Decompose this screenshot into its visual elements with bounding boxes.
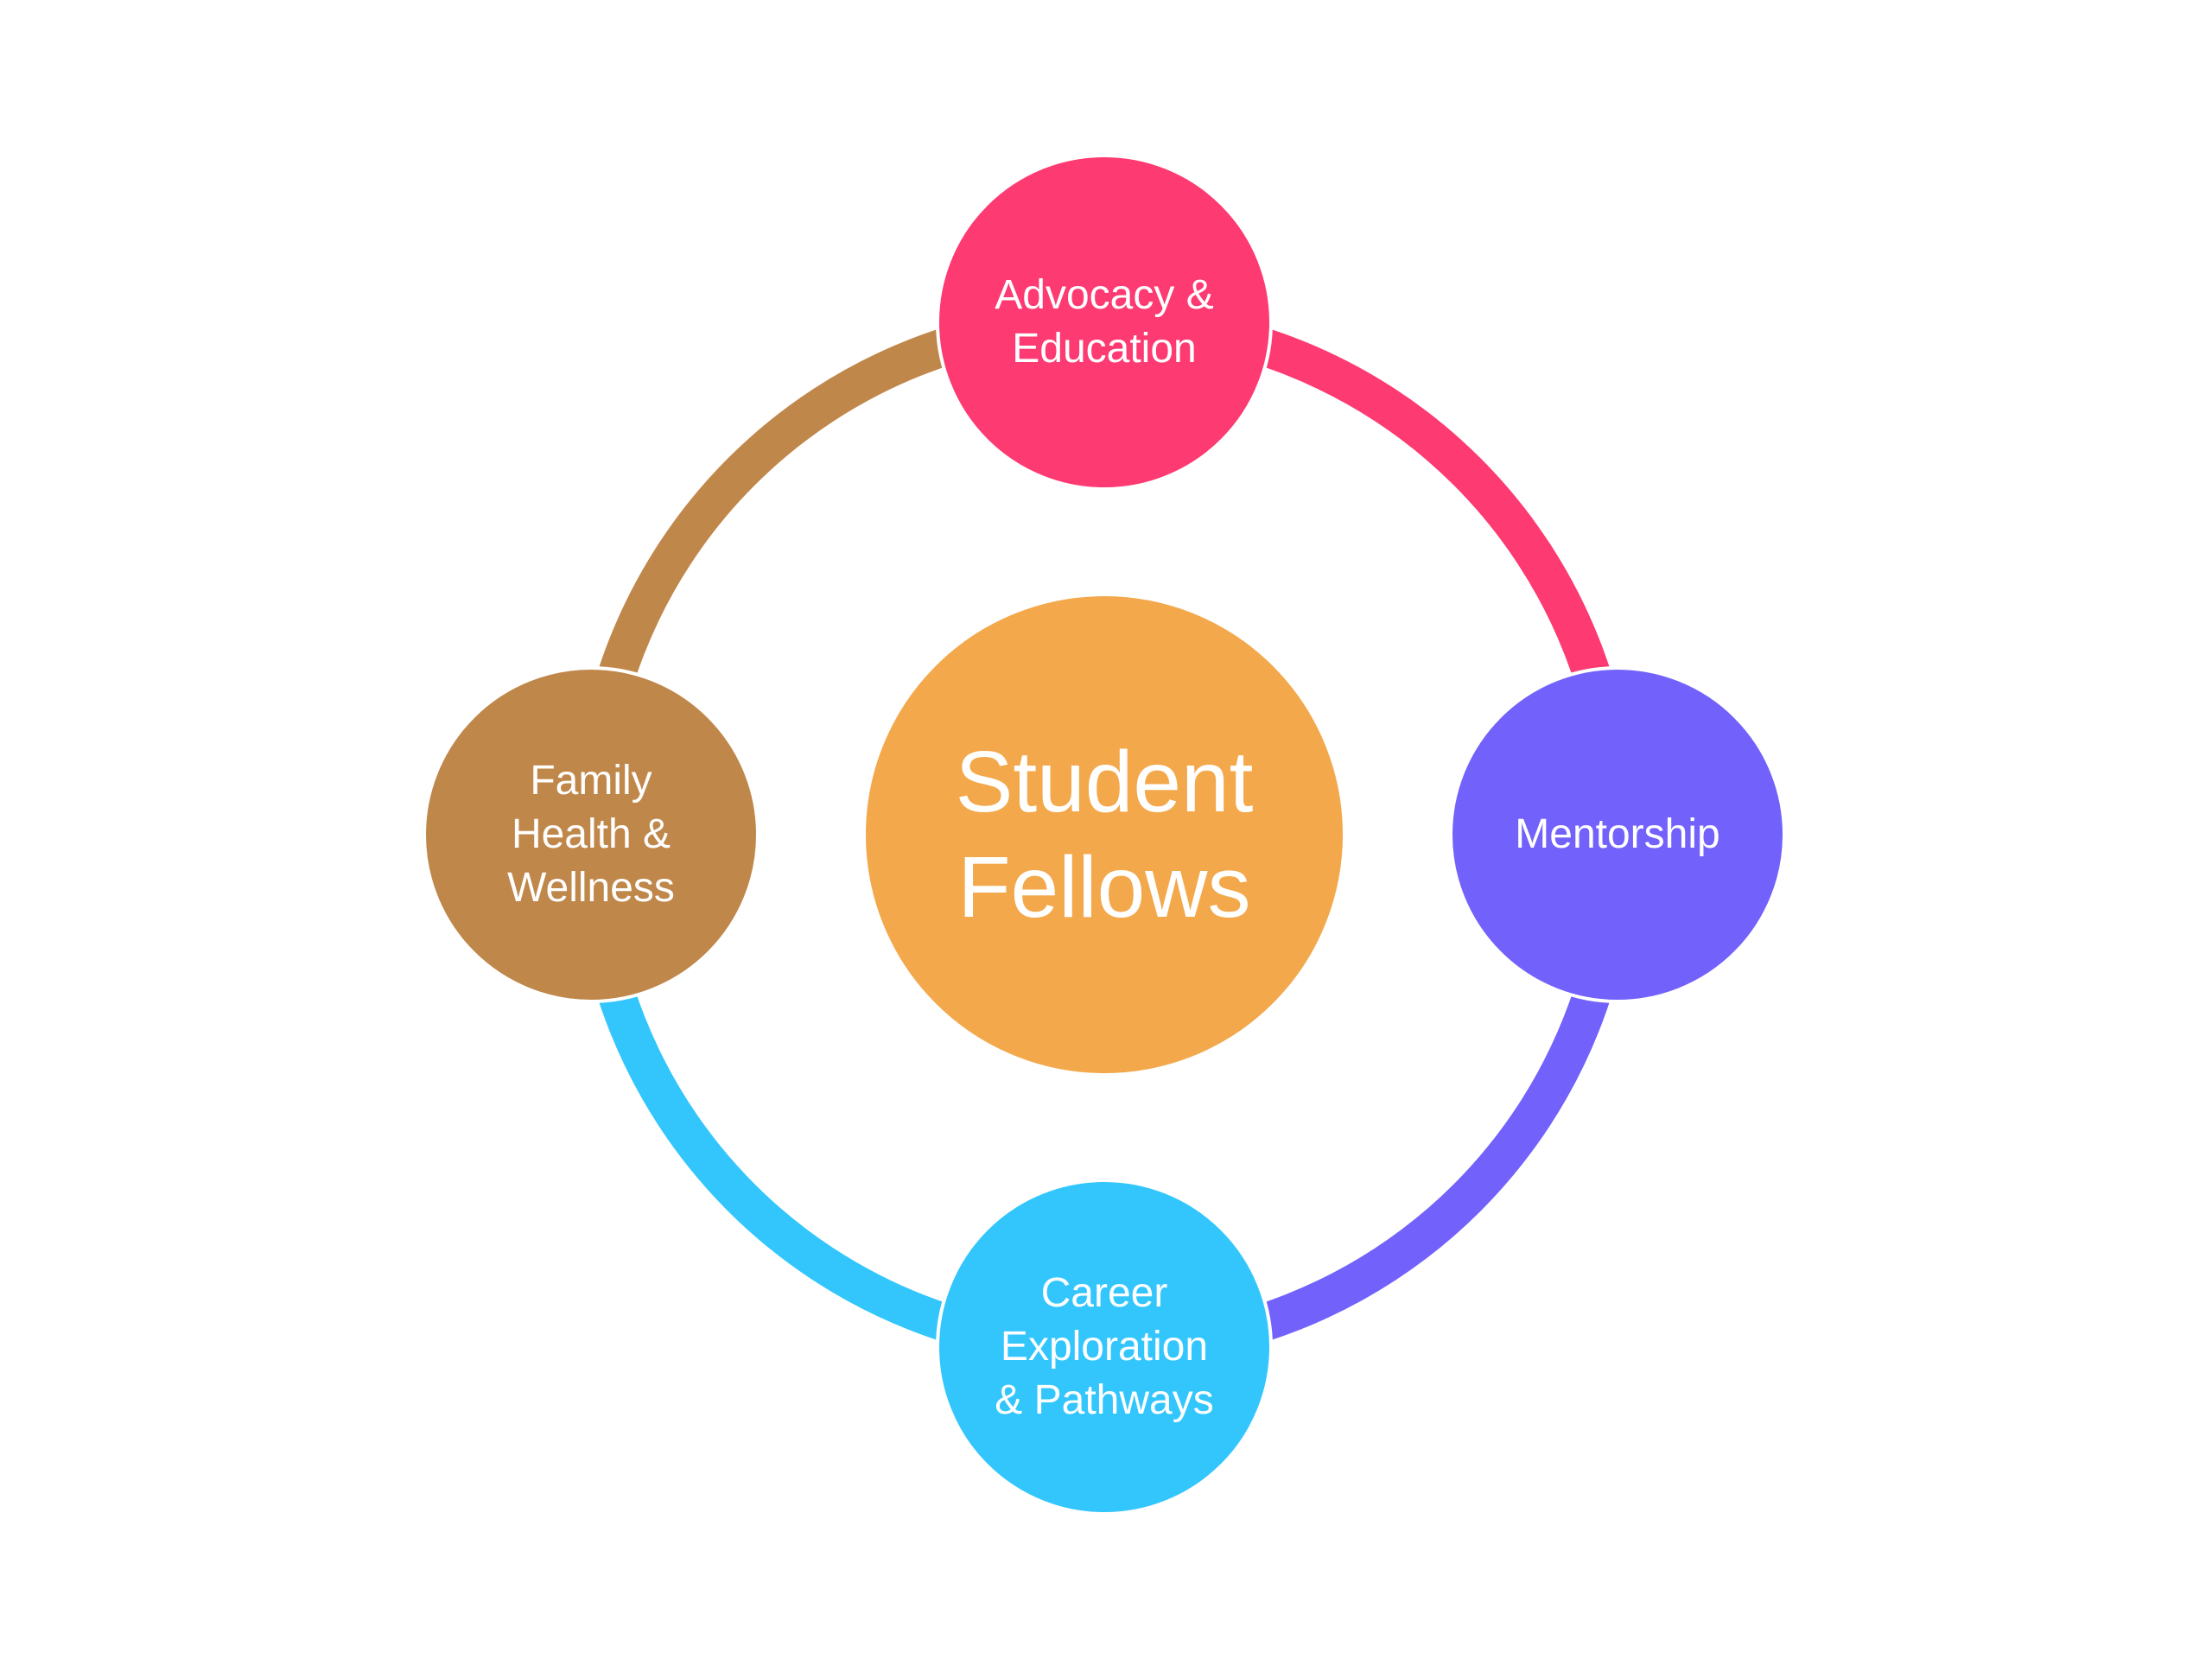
node-label: Career Exploration & Pathways (995, 1270, 1214, 1423)
node-label: Advocacy & Education (995, 272, 1214, 372)
node-career-exploration-pathways: Career Exploration & Pathways (936, 1179, 1273, 1516)
node-family-health-wellness: Family Health & Wellness (423, 666, 760, 1003)
node-advocacy-education: Advocacy & Education (936, 154, 1273, 491)
center-label: Student Fellows (955, 734, 1254, 936)
center-node-student-fellows: Student Fellows (862, 593, 1346, 1077)
node-label: Mentorship (1515, 811, 1720, 857)
node-mentorship: Mentorship (1449, 666, 1786, 1003)
node-label: Family Health & Wellness (507, 758, 675, 911)
